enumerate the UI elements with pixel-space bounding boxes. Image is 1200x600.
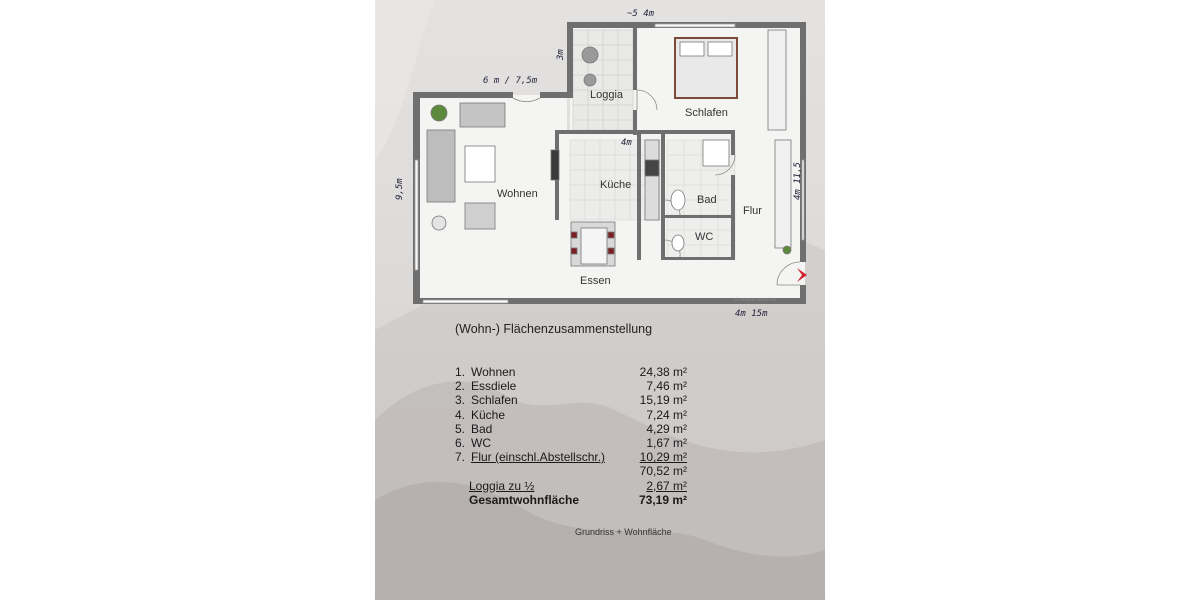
note-bottom-dimension: 4m 15m [735, 309, 768, 319]
plan-brand-mark: Illustration Grundriss [735, 297, 777, 302]
room-label-essen: Essen [580, 275, 611, 287]
document-caption: Grundriss + Wohnfläche [575, 527, 672, 537]
summary-title: (Wohn-) Flächenzusammenstellung [455, 322, 653, 336]
note-right-side: 4m 11,5 [793, 162, 803, 200]
room-label-wohnen: Wohnen [497, 188, 538, 200]
paper-shadow [375, 0, 825, 600]
note-loggia-side: 3m [556, 49, 566, 60]
note-living-top: 6 m / 7,5m [483, 76, 538, 86]
room-label-bad: Bad [697, 194, 717, 206]
document-photo: Wohnen Loggia Schlafen Küche Bad Flur WC… [375, 0, 825, 600]
room-label-flur: Flur [743, 205, 762, 217]
room-label-wc: WC [695, 231, 714, 243]
note-left-side: 9,5m [395, 178, 405, 200]
room-label-schlafen: Schlafen [685, 107, 728, 119]
note-top-dimension: ~5 4m [627, 9, 655, 19]
subtotal-row: 70,52 m² [639, 464, 687, 479]
area-row: 7.Flur (einschl.Abstellschr.)10,29 m² [455, 450, 687, 465]
floor-plan [413, 22, 807, 304]
room-label-kueche: Küche [600, 179, 632, 191]
room-label-loggia: Loggia [590, 89, 624, 101]
note-kitchen: 4m [621, 138, 632, 148]
